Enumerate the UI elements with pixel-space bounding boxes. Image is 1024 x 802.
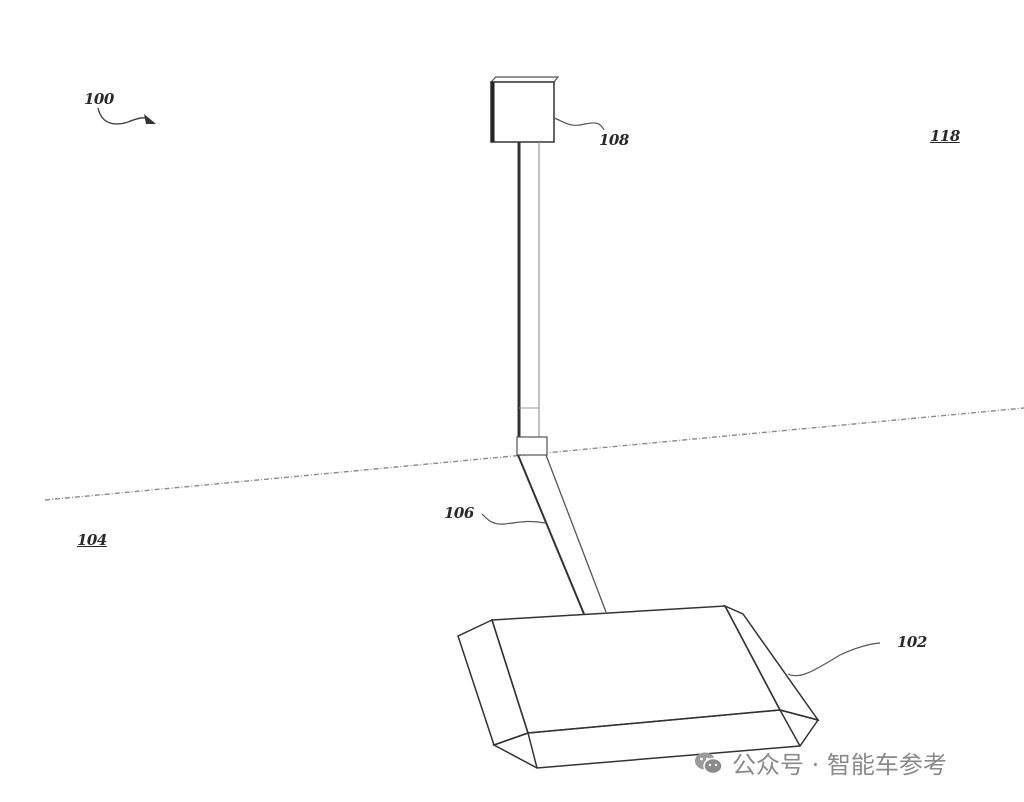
ground-pad-102 — [457, 604, 820, 769]
label-102: 102 — [897, 633, 927, 651]
charger-box-108 — [489, 76, 560, 143]
arrowhead-icon — [144, 114, 156, 124]
label-118: 118 — [930, 127, 960, 145]
label-108: 108 — [599, 131, 629, 149]
label-106: 106 — [444, 504, 474, 522]
leader-102 — [787, 642, 881, 677]
label-104: 104 — [77, 531, 107, 549]
cable-106 — [517, 454, 607, 615]
leader-108 — [553, 117, 605, 131]
pole — [516, 142, 548, 456]
watermark: 公众号 · 智能车参考 — [694, 745, 947, 780]
watermark-text: 公众号 · 智能车参考 — [732, 751, 947, 779]
wechat-icon — [695, 752, 723, 774]
label-100: 100 — [84, 90, 114, 108]
leader-100-arrow — [97, 107, 151, 125]
leader-106 — [481, 513, 546, 525]
